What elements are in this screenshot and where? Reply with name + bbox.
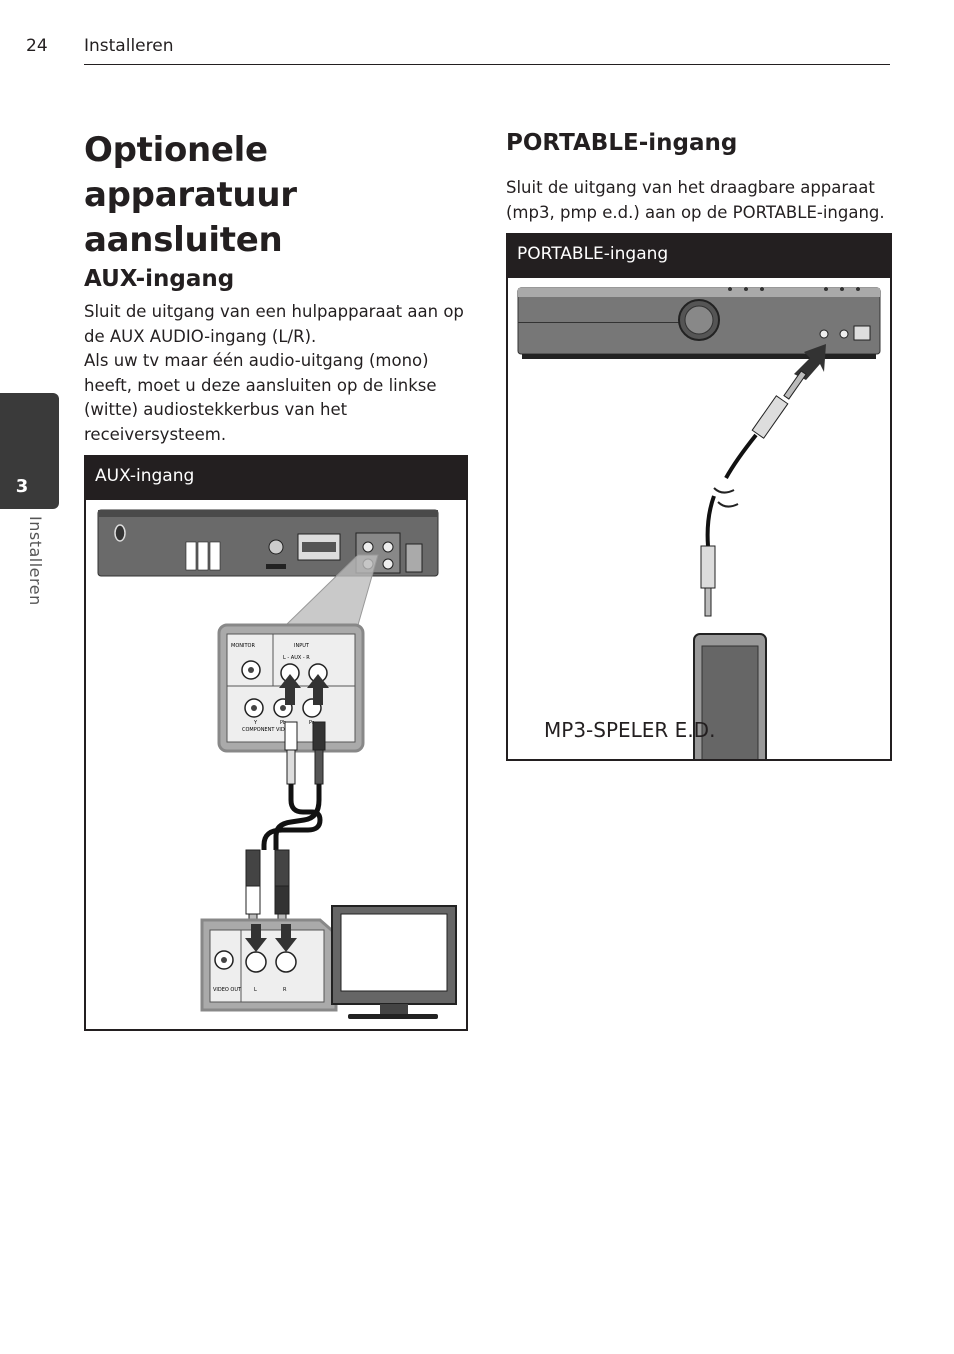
portable-heading: PORTABLE-ingang	[506, 130, 738, 156]
aux-figure-header: AUX-ingang	[86, 457, 466, 500]
page-number: 24	[26, 36, 48, 56]
mp3-device-label: MP3-SPELER E.D.	[544, 718, 715, 742]
aux-figure: AUX-ingang MONITOR	[84, 455, 468, 1031]
video-out-label: VIDEO OUT	[213, 987, 242, 993]
page-title: Optionele apparatuur aansluiten	[84, 130, 297, 260]
pr-label: Pr	[309, 720, 315, 726]
portable-figure-header: PORTABLE-ingang	[508, 235, 890, 278]
header-section-title: Installeren	[84, 36, 174, 56]
portable-connection-diagram: MP3-SPELER E.D.	[517, 287, 881, 759]
aux-paragraph-2: Als uw tv maar één audio-uitgang (mono) …	[84, 351, 437, 444]
receiver-front-panel	[517, 287, 881, 359]
pb-label: Pb	[280, 720, 286, 726]
monitor-label: MONITOR	[231, 643, 255, 649]
chapter-number: 3	[15, 476, 29, 497]
audio-jack-cable	[700, 370, 807, 617]
portable-description: Sluit de uitgang van het draagbare appar…	[506, 178, 885, 222]
aux-heading: AUX-ingang	[84, 266, 235, 292]
aux-paragraph-1: Sluit de uitgang van een hulpapparaat aa…	[84, 302, 464, 346]
tv-output-panel: VIDEO OUT L R	[200, 918, 338, 1012]
portable-figure: PORTABLE-ingang	[506, 233, 892, 761]
header-rule	[84, 64, 890, 65]
aux-description: Sluit de uitgang van een hulpapparaat aa…	[84, 300, 474, 448]
aux-lr-label: L - AUX - R	[283, 655, 310, 661]
tv-icon	[331, 905, 457, 1019]
y-label: Y	[253, 720, 258, 726]
rca-cable	[245, 721, 326, 929]
receiver-rear-panel	[97, 509, 439, 577]
input-label: INPUT	[294, 643, 310, 649]
chapter-label: Installeren	[26, 516, 45, 606]
mp3-player-icon	[693, 633, 767, 759]
component-video-label: COMPONENT VIDEO	[242, 727, 292, 733]
aux-connection-diagram: MONITOR INPUT L - AUX - R Y Pb Pr COMPON…	[97, 509, 457, 1019]
chapter-tab	[0, 393, 59, 509]
r-label: R	[283, 987, 287, 993]
l-label: L	[254, 987, 257, 993]
